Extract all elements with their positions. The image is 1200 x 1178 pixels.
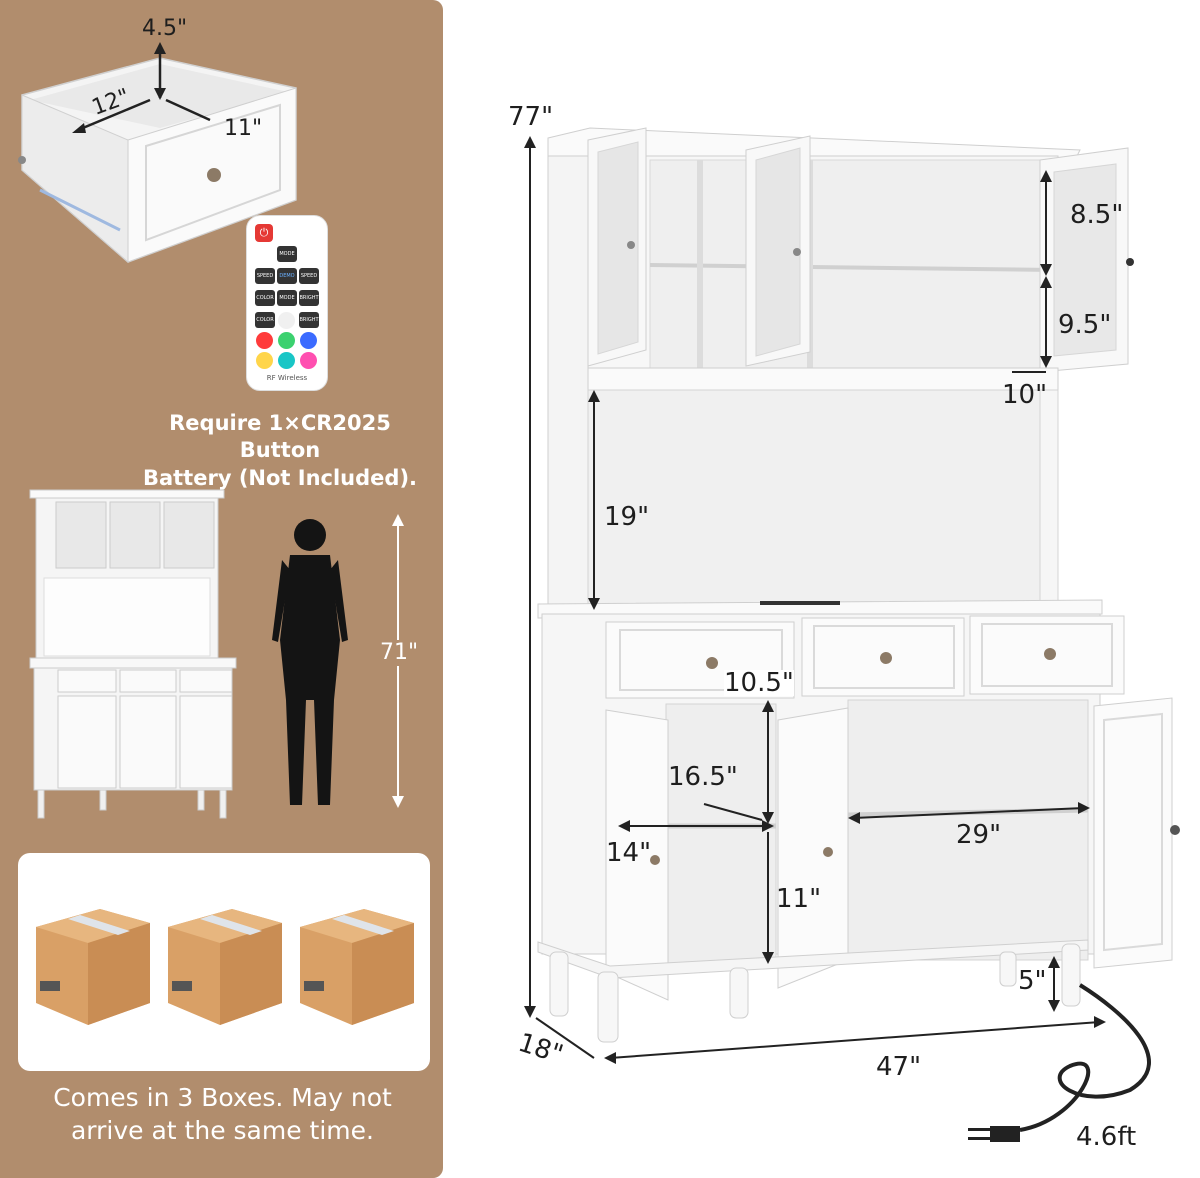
remote-button: BRIGHT xyxy=(299,290,319,306)
remote-button: MODE xyxy=(277,246,297,262)
remote-control: ⏻ MODE SPEED DEMO SPEED COLOR MODE BRIGH… xyxy=(246,215,328,391)
remote-button: COLOR xyxy=(255,312,275,328)
remote-button: SPEED xyxy=(255,268,275,284)
boxes-note: Comes in 3 Boxes. May not arrive at the … xyxy=(53,1083,392,1145)
boxes-card xyxy=(18,853,430,1071)
total-width-label: 47" xyxy=(876,1052,922,1082)
drawer-height-label: 4.5" xyxy=(142,16,188,41)
lower-shelf-label: 9.5" xyxy=(1058,310,1112,340)
box-icon xyxy=(36,909,150,1025)
drawer-height-label: 10.5" xyxy=(724,668,794,698)
size-comparison xyxy=(29,489,404,819)
yellow-color-button xyxy=(256,352,273,369)
power-icon: ⏻ xyxy=(255,224,273,242)
red-color-button xyxy=(256,332,273,349)
drawer-width-label: 11" xyxy=(224,116,263,141)
pink-color-button xyxy=(300,352,317,369)
remote-button: MODE xyxy=(277,290,297,306)
remote-button: BRIGHT xyxy=(299,312,319,328)
open-shelf-label: 19" xyxy=(604,502,650,532)
height-71-label: 71" xyxy=(380,640,419,666)
box-icon xyxy=(168,909,282,1025)
green-color-button xyxy=(278,332,295,349)
leg-height-label: 5" xyxy=(1018,966,1047,996)
white-color-button xyxy=(278,312,295,329)
remote-button: COLOR xyxy=(255,290,275,306)
center-width-label: 29" xyxy=(956,820,1002,850)
cabinet-depth-label: 16.5" xyxy=(668,762,738,792)
remote-brand: RF Wireless xyxy=(266,374,308,382)
cabinet-width-label: 14" xyxy=(606,838,652,868)
remote-button: SPEED xyxy=(299,268,319,284)
shipping-boxes xyxy=(36,909,414,1025)
cyan-color-button xyxy=(278,352,295,369)
hutch-depth-label: 10" xyxy=(1002,380,1048,410)
lower-shelf-height-label: 11" xyxy=(776,884,822,914)
cord-length-label: 4.6ft xyxy=(1076,1122,1137,1152)
upper-shelf-label: 8.5" xyxy=(1070,200,1124,230)
blue-color-button xyxy=(300,332,317,349)
battery-note: Require 1×CR2025 Button Battery (Not Inc… xyxy=(142,411,418,490)
box-icon xyxy=(300,909,414,1025)
total-height-label: 77" xyxy=(508,102,554,132)
remote-button: DEMO xyxy=(277,268,297,284)
drawer-illustration xyxy=(18,42,297,264)
